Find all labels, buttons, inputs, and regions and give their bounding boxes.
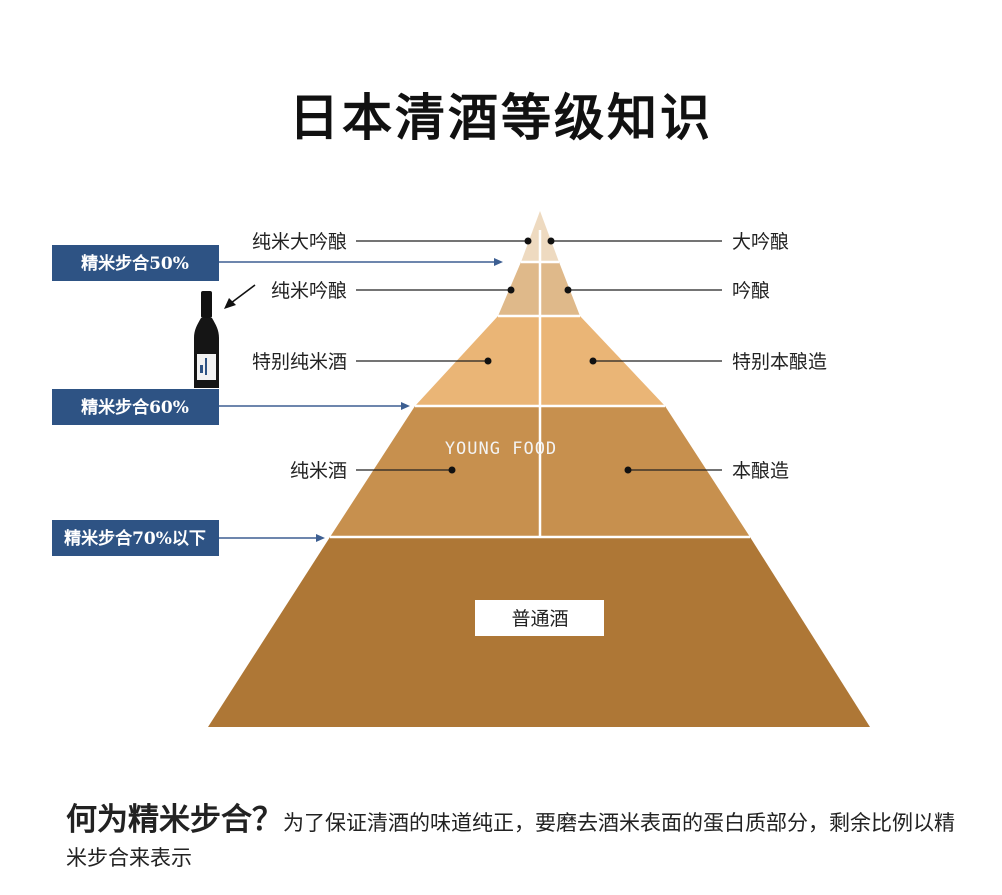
label-junmai-daiginjo: 纯米大吟酿 [252, 231, 347, 253]
leader-dot [547, 237, 555, 245]
label-futsushu: 普通酒 [511, 608, 568, 630]
label-tokubetsu-honjozo: 特别本酿造 [732, 351, 827, 373]
tier-separators [330, 230, 750, 539]
base-label-box [475, 600, 604, 636]
polish-label-50: 精米步合50% [81, 253, 189, 274]
leader-dots [448, 237, 632, 474]
polish-box-50 [52, 245, 219, 281]
label-ginjo: 吟酿 [732, 280, 770, 302]
label-junmai-ginjo: 纯米吟酿 [271, 280, 347, 302]
leader-dot [448, 466, 456, 474]
polish-box-60 [52, 389, 219, 425]
sake-bottle-icon [194, 291, 219, 388]
polish-arrows [219, 258, 503, 542]
leader-dot [524, 237, 532, 245]
footer-explanation: 何为精米步合？为了保证清酒的味道纯正，要磨去酒米表面的蛋白质部分，剩余比例以精米… [66, 798, 966, 873]
polish-label-70: 精米步合70%以下 [64, 528, 206, 549]
leader-dot [564, 286, 572, 294]
label-junmai: 纯米酒 [290, 460, 347, 482]
label-daiginjo: 大吟酿 [732, 231, 789, 253]
leader-dot [484, 357, 492, 365]
leader-dot [589, 357, 597, 365]
leader-dot [624, 466, 632, 474]
bottle-pointer-arrow [224, 284, 256, 309]
leader-lines [356, 240, 722, 471]
watermark-text: YOUNG FOOD [445, 439, 557, 459]
label-tokubetsu-junmai: 特别纯米酒 [252, 351, 347, 373]
footer-question: 何为精米步合？ [66, 802, 283, 838]
label-honjozo: 本酿造 [732, 460, 789, 482]
polish-box-70 [52, 520, 219, 556]
page-title: 日本清酒等级知识 [289, 89, 713, 147]
leader-dot [507, 286, 515, 294]
footer-description: 为了保证清酒的味道纯正，要磨去酒米表面的蛋白质部分，剩余比例以精米步合来表示 [66, 811, 955, 870]
polish-label-60: 精米步合60% [81, 397, 189, 418]
